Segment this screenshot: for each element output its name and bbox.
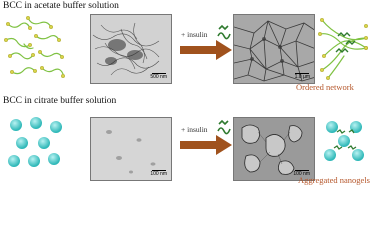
- scale-label: 500 nm: [150, 74, 167, 80]
- panel-title-citrate: BCC in citrate buffer solution: [3, 96, 117, 106]
- panel-citrate: BCC in citrate buffer solution: [0, 95, 374, 189]
- caption-ordered-network: Ordered network: [296, 82, 354, 92]
- panel-title-acetate: BCC in acetate buffer solution: [3, 1, 119, 11]
- ordered-network-illustration: [318, 17, 369, 80]
- reaction-label-citrate: + insulin: [181, 125, 208, 134]
- network-texture: [234, 15, 314, 83]
- insulin-icon: [217, 119, 231, 135]
- reaction-arrow-icon: [180, 40, 232, 60]
- nanogel-spheres-illustration: [8, 117, 62, 167]
- scale-bar-citrate-before: 100 nm: [150, 169, 167, 178]
- caption-aggregated-nanogels: Aggregated nanogels: [298, 175, 370, 185]
- insulin-icon: [217, 24, 231, 40]
- scale-bar-citrate-after: 100 nm: [293, 169, 310, 178]
- scale-label: 100 nm: [293, 171, 310, 177]
- reaction-arrow-icon: [180, 135, 232, 155]
- panel-acetate: BCC in acetate buffer solution: [0, 0, 374, 94]
- tem-image-citrate-after: 100 nm: [233, 117, 315, 181]
- scale-label: 100 nm: [150, 171, 167, 177]
- scale-label: 1.0 µm: [294, 74, 310, 80]
- tem-image-citrate-before: 100 nm: [90, 117, 172, 181]
- scale-bar-acetate-before: 500 nm: [150, 72, 167, 81]
- fiber-texture: [91, 15, 171, 83]
- tem-image-acetate-before: 500 nm: [90, 14, 172, 84]
- scale-bar-acetate-after: 1.0 µm: [294, 72, 310, 81]
- aggregated-nanogels-illustration: [324, 121, 364, 161]
- polymer-chains-illustration: [4, 16, 66, 79]
- reaction-label-acetate: + insulin: [181, 30, 208, 39]
- tem-image-acetate-after: 1.0 µm: [233, 14, 315, 84]
